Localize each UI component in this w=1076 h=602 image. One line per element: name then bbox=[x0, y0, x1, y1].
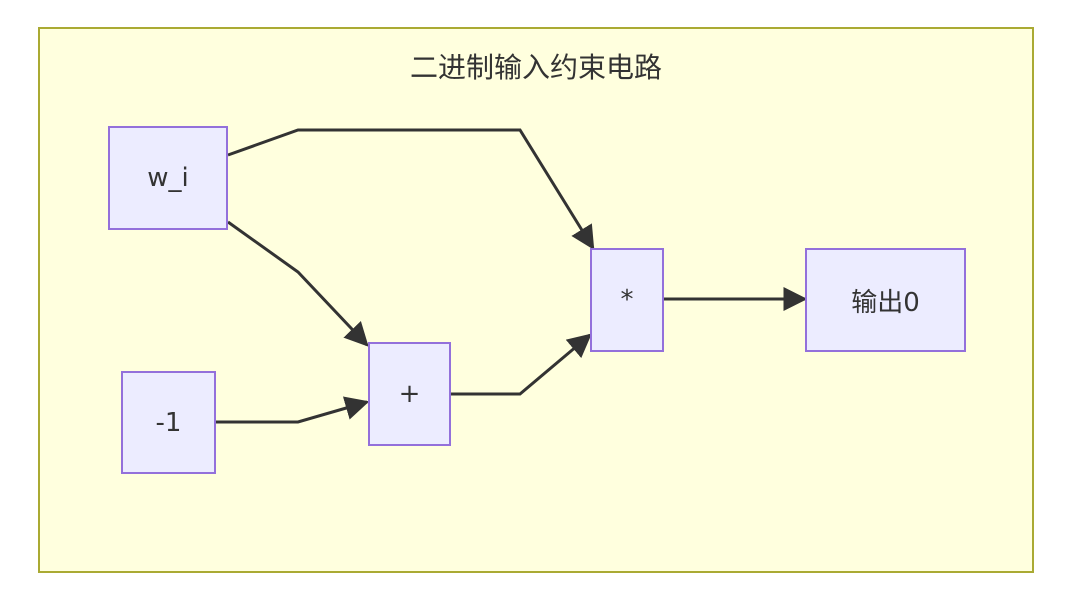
node-neg1-label: -1 bbox=[155, 407, 182, 438]
node-output-label: 输出0 bbox=[851, 287, 920, 318]
edge-wi-to-plus bbox=[227, 220, 369, 347]
node-multiply: * bbox=[590, 248, 664, 352]
edge-plus-to-mul bbox=[451, 333, 592, 396]
node-output: 输出0 bbox=[805, 248, 966, 352]
node-neg1: -1 bbox=[121, 371, 216, 474]
node-multiply-label: * bbox=[620, 285, 634, 315]
node-w-i: w_i bbox=[108, 126, 228, 230]
node-plus: + bbox=[368, 342, 451, 446]
edge-wi-to-mul bbox=[227, 128, 595, 251]
subgraph-title: 二进制输入约束电路 bbox=[409, 51, 662, 84]
edge-neg1-to-plus bbox=[216, 396, 370, 424]
node-w-i-label: w_i bbox=[147, 163, 189, 193]
node-plus-label: + bbox=[398, 379, 421, 409]
